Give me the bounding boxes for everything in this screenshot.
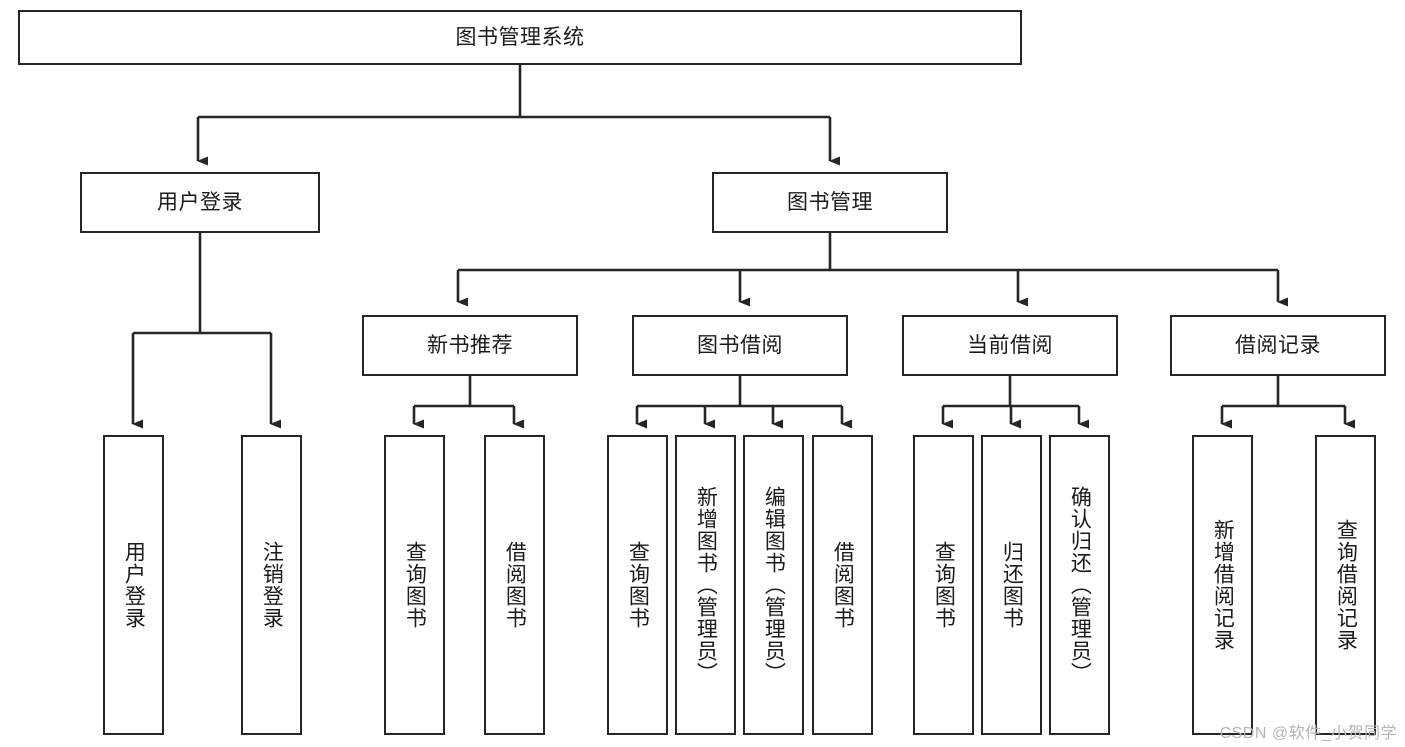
node-label: 确认归还（管理员）: [1068, 486, 1092, 684]
node-leaf-query-borrow-record[interactable]: 查询借阅记录: [1315, 435, 1376, 735]
node-label: 当前借阅: [967, 333, 1053, 357]
node-label: 查询图书: [626, 541, 650, 629]
watermark-text: CSDN @软件_小贺同学: [1219, 725, 1397, 742]
node-leaf-query-book-2[interactable]: 查询图书: [607, 435, 668, 735]
node-leaf-return-book[interactable]: 归还图书: [981, 435, 1042, 735]
node-borrowing-records[interactable]: 借阅记录: [1170, 315, 1386, 376]
node-book-borrowing[interactable]: 图书借阅: [632, 315, 848, 376]
node-leaf-borrow-book-2[interactable]: 借阅图书: [812, 435, 873, 735]
node-user-login[interactable]: 用户登录: [80, 172, 320, 233]
node-leaf-confirm-return-admin[interactable]: 确认归还（管理员）: [1049, 435, 1110, 735]
node-current-borrowing[interactable]: 当前借阅: [902, 315, 1118, 376]
node-label: 编辑图书（管理员）: [762, 486, 786, 684]
node-label: 图书借阅: [697, 333, 783, 357]
node-new-book-recommendation[interactable]: 新书推荐: [362, 315, 578, 376]
node-label: 借阅图书: [831, 541, 855, 629]
node-label: 借阅图书: [503, 541, 527, 629]
node-label: 借阅记录: [1235, 333, 1321, 357]
node-label: 查询图书: [932, 541, 956, 629]
node-label: 查询图书: [403, 541, 427, 629]
node-leaf-add-borrow-record[interactable]: 新增借阅记录: [1192, 435, 1253, 735]
node-leaf-add-book-admin[interactable]: 新增图书（管理员）: [675, 435, 736, 735]
node-label: 注销登录: [260, 541, 284, 629]
node-label: 查询借阅记录: [1334, 519, 1358, 651]
node-label: 用户登录: [157, 190, 243, 214]
node-leaf-query-book-1[interactable]: 查询图书: [384, 435, 445, 735]
node-label: 图书管理: [787, 190, 873, 214]
node-label: 归还图书: [1000, 541, 1024, 629]
node-label: 新书推荐: [427, 333, 513, 357]
node-leaf-edit-book-admin[interactable]: 编辑图书（管理员）: [743, 435, 804, 735]
node-book-management[interactable]: 图书管理: [712, 172, 948, 233]
node-leaf-user-login[interactable]: 用户登录: [103, 435, 164, 735]
node-label: 图书管理系统: [455, 25, 585, 49]
node-label: 用户登录: [122, 541, 146, 629]
node-root-book-management-system[interactable]: 图书管理系统: [18, 10, 1022, 65]
node-leaf-query-book-3[interactable]: 查询图书: [913, 435, 974, 735]
node-label: 新增借阅记录: [1211, 519, 1235, 651]
node-leaf-borrow-book-1[interactable]: 借阅图书: [484, 435, 545, 735]
node-label: 新增图书（管理员）: [694, 486, 718, 684]
node-leaf-logout[interactable]: 注销登录: [241, 435, 302, 735]
